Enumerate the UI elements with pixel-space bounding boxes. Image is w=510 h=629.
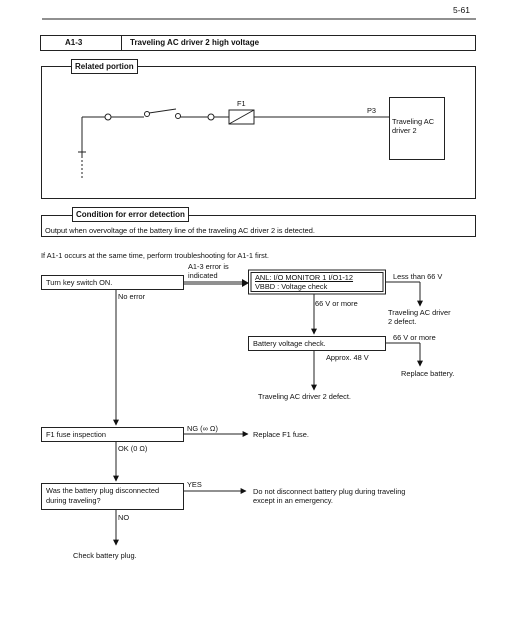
- device-label-line1: Traveling AC: [392, 117, 435, 126]
- monitor-line-1: ANL: I/O MONITOR 1 I/O1-12: [255, 273, 354, 282]
- yes-label: YES: [187, 480, 202, 489]
- condition-box: [41, 215, 476, 237]
- driver-defect-a-1: Traveling AC driver: [388, 308, 451, 317]
- ok-label: OK (0 Ω): [118, 444, 148, 453]
- replace-fuse-text: Replace F1 fuse.: [253, 430, 309, 439]
- switch-contact: [175, 113, 181, 119]
- related-portion-heading: Related portion: [71, 59, 138, 74]
- switch-pivot: [144, 111, 150, 117]
- driver-box: [389, 97, 445, 160]
- advice-line-1: Do not disconnect battery plug during tr…: [253, 487, 406, 496]
- advice-line-2: except in an emergency.: [253, 496, 333, 505]
- page-number: 5-61: [453, 5, 471, 15]
- plug-question-2: during traveling?: [46, 496, 101, 505]
- less-than-label: Less than 66 V: [393, 272, 443, 281]
- no-label: NO: [118, 513, 130, 522]
- over-66v-label-1: 66 V or more: [315, 299, 358, 308]
- terminal-right: [207, 113, 215, 121]
- approx-48v-label: Approx. 48 V: [326, 353, 369, 362]
- fuse-label: F1: [237, 99, 246, 108]
- over-66v-label-2: 66 V or more: [393, 333, 436, 342]
- condition-text: Output when overvoltage of the battery l…: [45, 226, 315, 235]
- key-switch-text: Turn key switch ON.: [46, 278, 113, 287]
- driver-defect-b: Traveling AC driver 2 defect.: [258, 392, 351, 401]
- no-error-label: No error: [118, 292, 146, 301]
- fuse-inspection-text: F1 fuse inspection: [46, 430, 106, 439]
- indicated-label-1: A1-3 error is: [188, 262, 229, 271]
- monitor-box-inner: [250, 272, 384, 292]
- switch-lever: [148, 108, 177, 114]
- terminal-left: [104, 113, 112, 121]
- condition-heading: Condition for error detection: [72, 207, 189, 222]
- point-label: P3: [367, 106, 377, 115]
- troubleshooting-note: If A1-1 occurs at the same time, perform…: [41, 251, 269, 260]
- error-header: A1-3 Traveling AC driver 2 high voltage: [40, 35, 476, 51]
- error-code: A1-3: [41, 36, 122, 50]
- monitor-line-2: VBBD : Voltage check: [255, 282, 328, 291]
- related-portion-box: [41, 66, 476, 199]
- error-title: Traveling AC driver 2 high voltage: [130, 38, 260, 47]
- ng-label: NG (∞ Ω): [187, 424, 218, 433]
- battery-check-text: Battery voltage check.: [253, 339, 326, 348]
- check-plug-text: Check battery plug.: [73, 551, 137, 560]
- driver-defect-a-2: 2 defect.: [388, 317, 417, 326]
- device-label-line2: driver 2: [392, 126, 417, 135]
- replace-battery-text: Replace battery.: [401, 369, 455, 378]
- plug-question-box: [41, 483, 184, 510]
- indicated-label-2: indicated: [188, 271, 218, 280]
- plug-question-1: Was the battery plug disconnected: [46, 486, 160, 495]
